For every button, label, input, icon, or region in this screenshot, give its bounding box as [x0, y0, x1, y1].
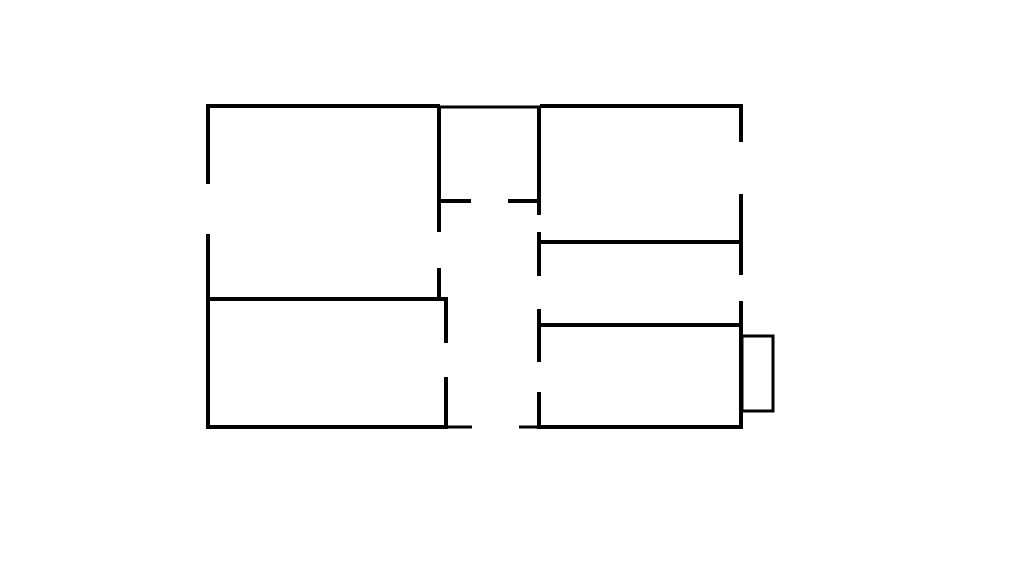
balcony-box [740, 334, 775, 413]
floor-plan-walls [206, 104, 775, 429]
